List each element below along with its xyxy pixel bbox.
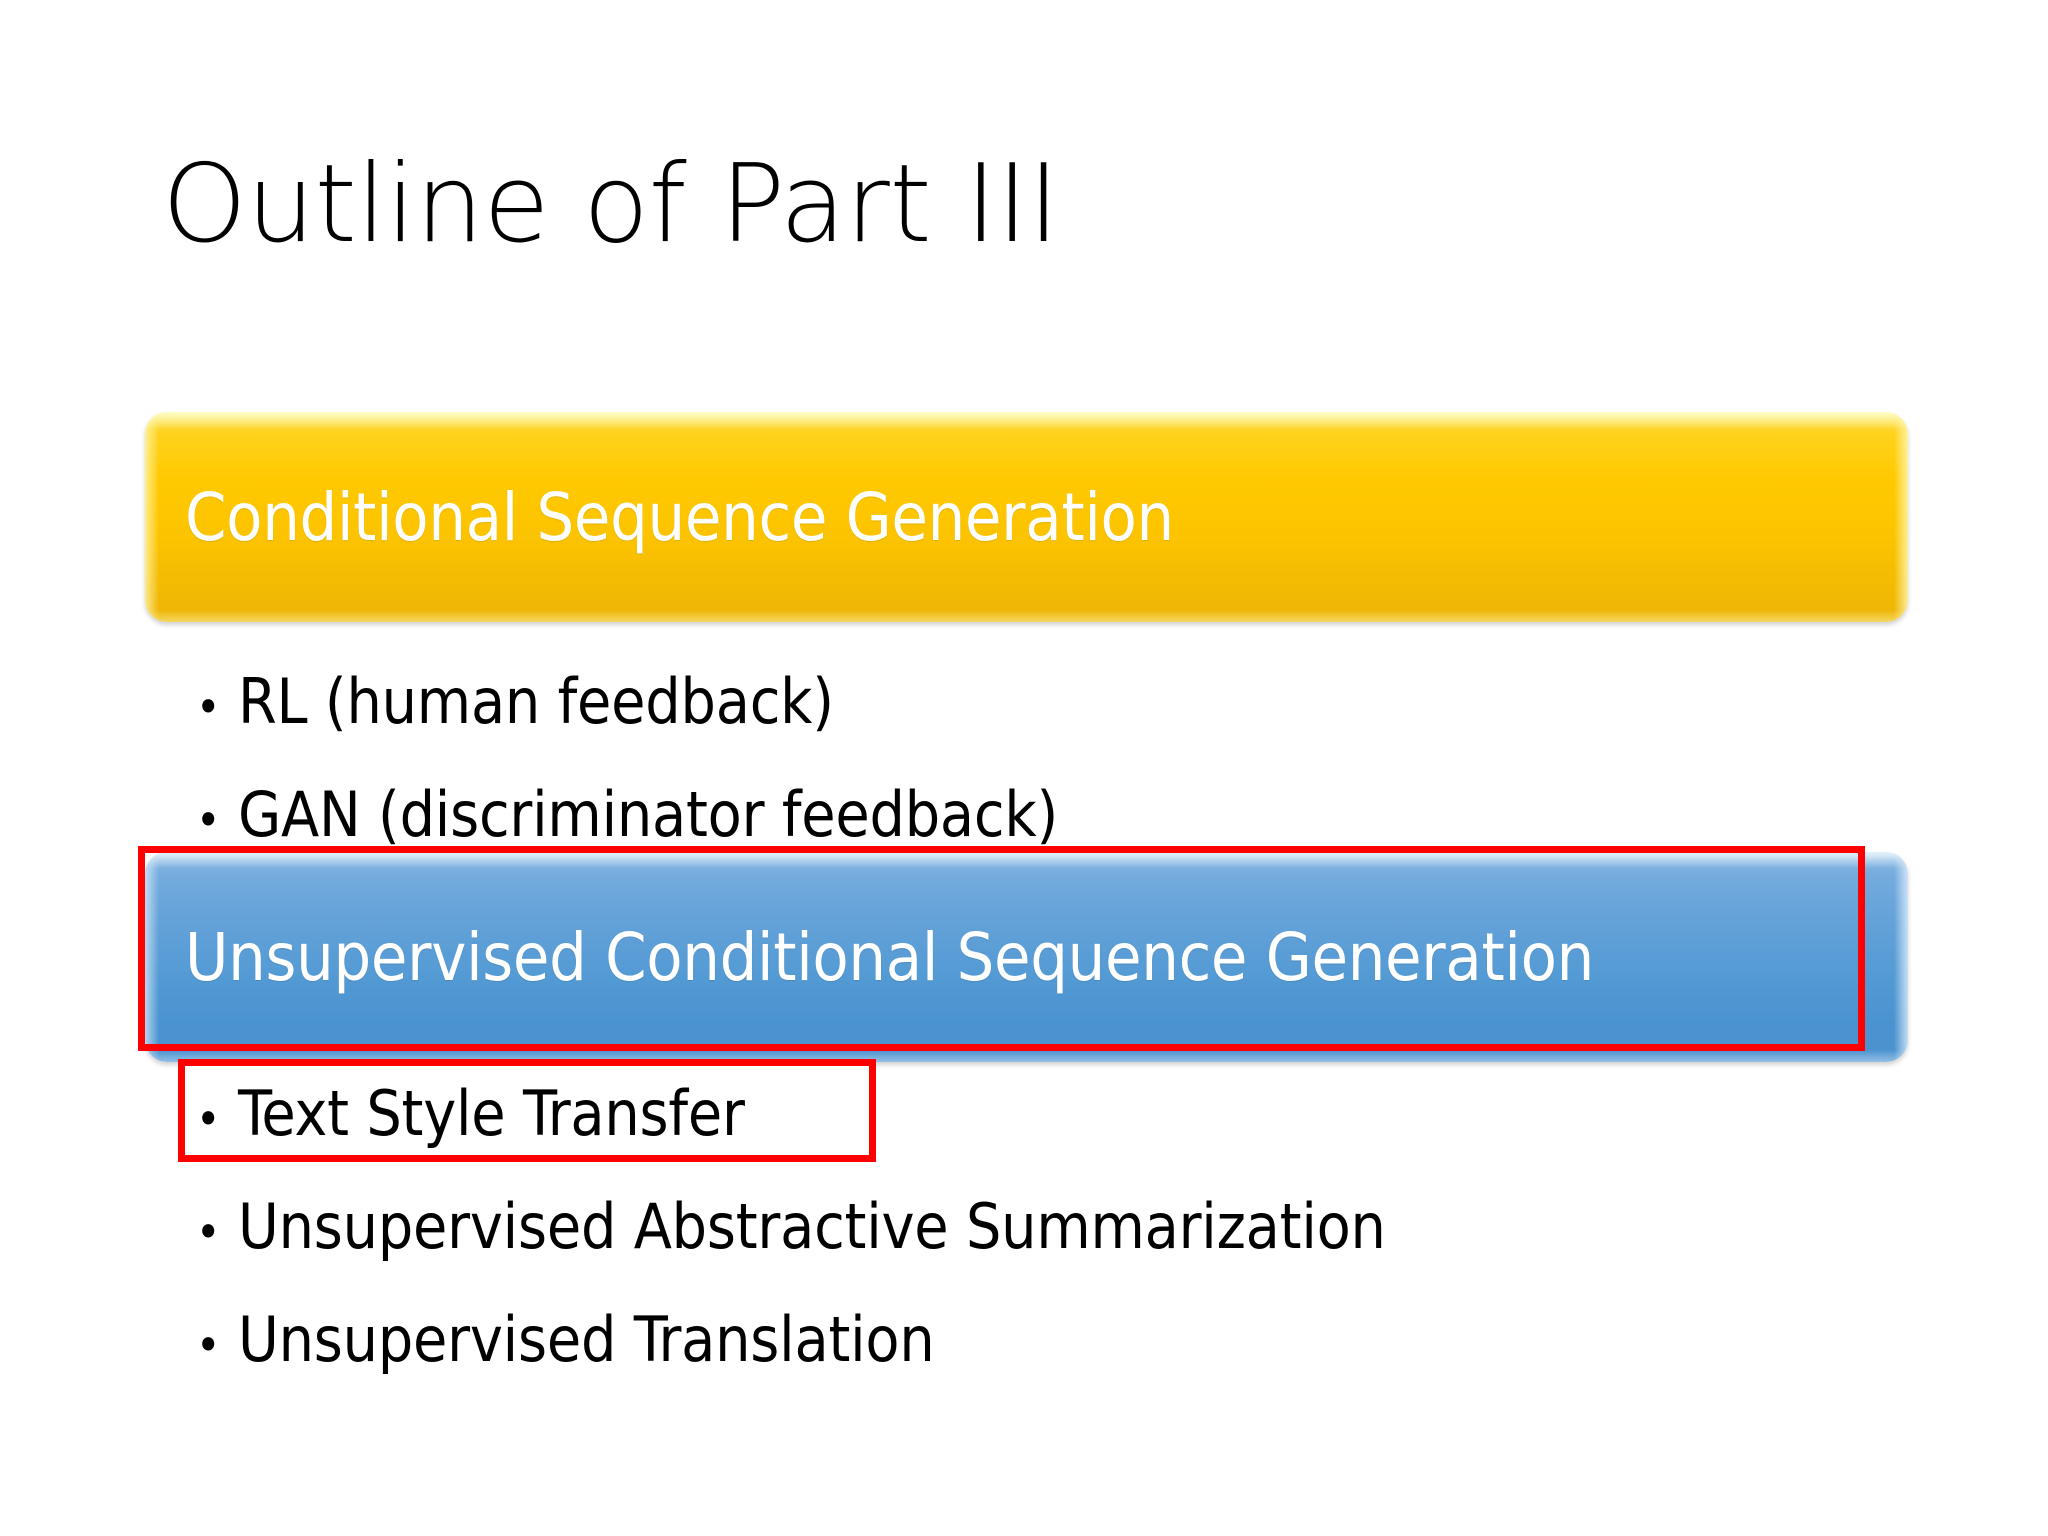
list-item-label: GAN (discriminator feedback) [238,778,1059,851]
list-item-label: Unsupervised Abstractive Summarization [238,1190,1386,1263]
banner-fill [145,852,1908,1062]
list-item-label: Text Style Transfer [238,1077,745,1150]
list-item: • Unsupervised Translation [196,1286,1386,1399]
banner-top-gloss [145,852,1908,868]
bullet-dot-icon: • [196,1318,221,1372]
bullet-dot-icon: • [196,1092,221,1146]
bullet-list-conditional: • RL (human feedback) • GAN (discriminat… [196,648,1058,874]
list-item-label: RL (human feedback) [238,665,834,738]
highlight-backdrop [181,1062,873,1159]
banner-label: Conditional Sequence Generation [185,478,1174,556]
list-item: • Unsupervised Abstractive Summarization [196,1173,1386,1286]
list-item: • GAN (discriminator feedback) [196,761,1058,874]
banner-conditional-sequence-generation[interactable]: Conditional Sequence Generation [145,412,1908,622]
page-title: Outline of Part III [162,142,1060,267]
banner-bottom-bevel [145,610,1908,622]
banner-right-bevel [1894,852,1908,1062]
list-item: • RL (human feedback) [196,648,1058,761]
banner-top-gloss [145,412,1908,428]
banner-fill [145,412,1908,622]
bullet-dot-icon: • [196,1205,221,1259]
bullet-list-unsupervised: • Text Style Transfer • Unsupervised Abs… [196,1060,1386,1399]
banner-left-bevel [145,412,159,622]
bullet-dot-icon: • [196,793,221,847]
banner-right-bevel [1894,412,1908,622]
banner-label: Unsupervised Conditional Sequence Genera… [185,918,1594,996]
list-item-label: Unsupervised Translation [238,1303,935,1376]
bullet-dot-icon: • [196,680,221,734]
list-item: • Text Style Transfer [196,1060,1386,1173]
banner-unsupervised-conditional-sequence-generation[interactable]: Unsupervised Conditional Sequence Genera… [145,852,1908,1062]
banner-left-bevel [145,852,159,1062]
